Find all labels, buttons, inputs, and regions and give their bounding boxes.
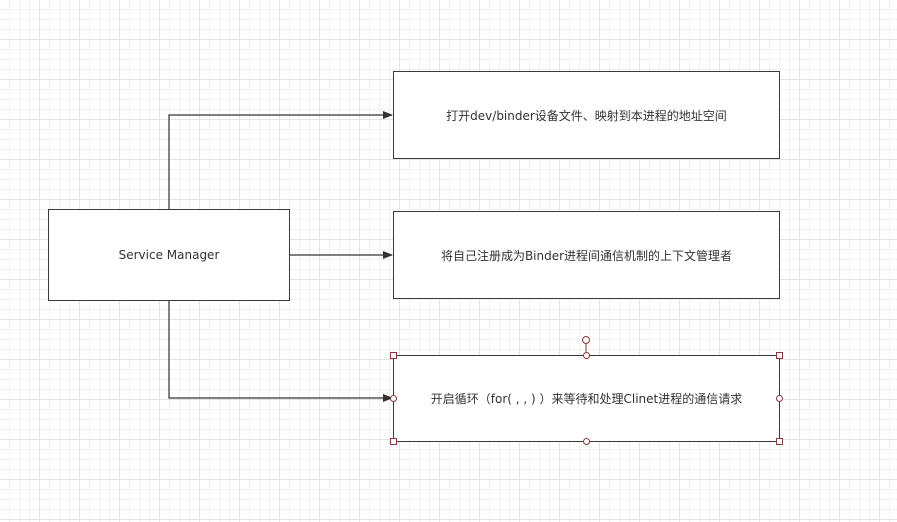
resize-handle-left[interactable] bbox=[390, 395, 397, 402]
resize-handle-top-left[interactable] bbox=[390, 352, 397, 359]
service-manager-node[interactable]: Service Manager bbox=[48, 209, 290, 301]
step-2-node[interactable]: 将自己注册成为Binder进程间通信机制的上下文管理者 bbox=[393, 211, 780, 299]
connector-to-step-1[interactable] bbox=[168, 111, 393, 209]
resize-handle-bottom[interactable] bbox=[583, 438, 590, 445]
step-2-label: 将自己注册成为Binder进程间通信机制的上下文管理者 bbox=[440, 248, 733, 263]
resize-handle-top[interactable] bbox=[583, 352, 590, 359]
step-1-node[interactable]: 打开dev/binder设备文件、映射到本进程的地址空间 bbox=[393, 71, 780, 159]
rotate-handle[interactable] bbox=[582, 336, 590, 344]
resize-handle-bottom-right[interactable] bbox=[776, 438, 783, 445]
resize-handle-bottom-left[interactable] bbox=[390, 438, 397, 445]
connector-to-step-3[interactable] bbox=[168, 301, 393, 402]
step-3-label: 开启循环（for( , , ) ）来等待和处理Clinet进程的通信请求 bbox=[430, 392, 743, 406]
step-3-node[interactable]: 开启循环（for( , , ) ）来等待和处理Clinet进程的通信请求 bbox=[393, 355, 780, 442]
resize-handle-top-right[interactable] bbox=[776, 352, 783, 359]
service-manager-label: Service Manager bbox=[118, 248, 220, 262]
resize-handle-right[interactable] bbox=[776, 395, 783, 402]
step-1-label: 打开dev/binder设备文件、映射到本进程的地址空间 bbox=[446, 108, 727, 123]
